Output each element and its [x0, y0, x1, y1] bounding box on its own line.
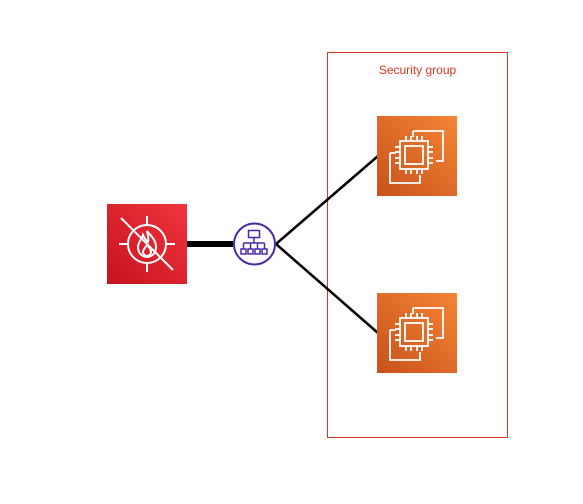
connection-load-balancer-to-instance-1 — [275, 155, 379, 245]
security-group-border — [327, 52, 508, 438]
firewall-shield-icon — [119, 216, 175, 272]
ec2-instance-icon — [389, 130, 444, 184]
connection-load-balancer-to-instance-2 — [275, 243, 379, 334]
instance-node-1[interactable] — [377, 116, 457, 196]
firewall-node[interactable] — [107, 204, 187, 284]
security-group[interactable]: Security group — [327, 52, 508, 438]
ec2-instance-icon — [389, 307, 444, 361]
instance-node-2[interactable] — [377, 293, 457, 373]
load-balancer-node[interactable] — [233, 222, 276, 266]
load-balancer-icon — [240, 229, 268, 255]
security-group-label: Security group — [379, 63, 457, 77]
